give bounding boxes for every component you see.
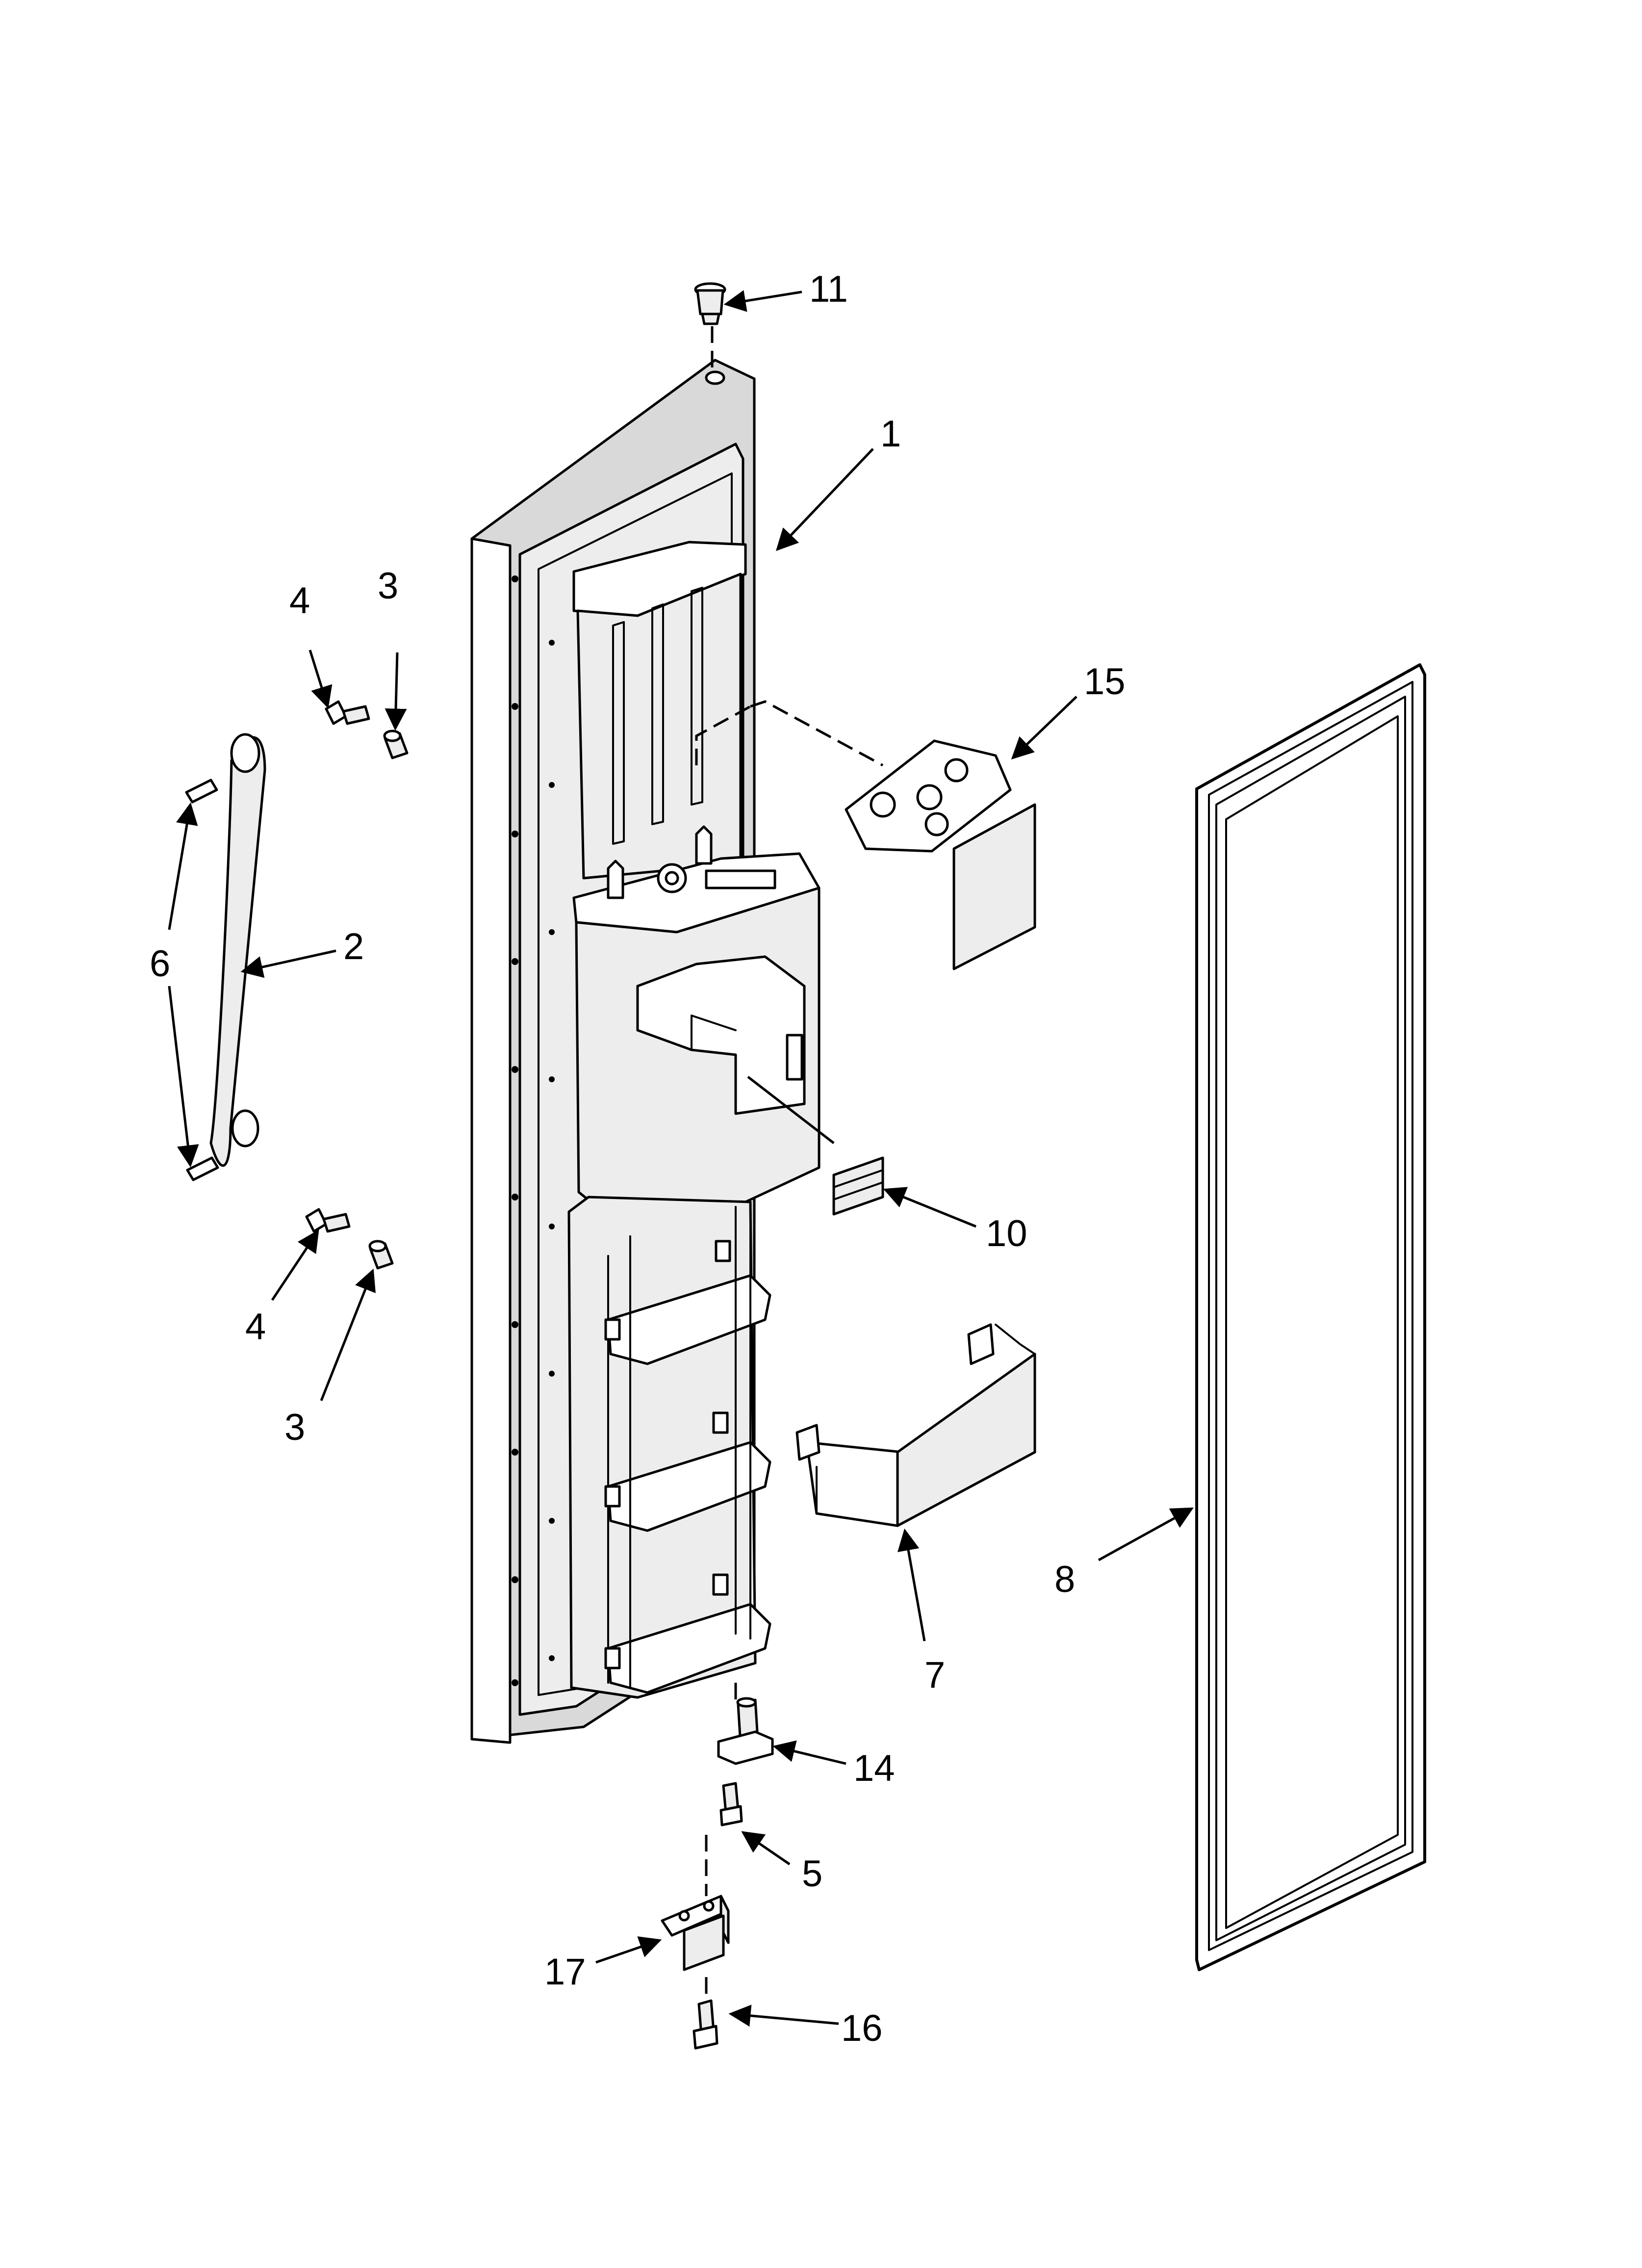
ice-duct-top-cap xyxy=(572,541,747,617)
callout-1: 1 xyxy=(880,413,901,455)
callout-4-lower: 4 xyxy=(245,1306,266,1348)
part-2-handle xyxy=(209,733,266,1167)
part-11-hinge-bushing xyxy=(694,282,726,370)
callout-8: 8 xyxy=(1054,1559,1075,1600)
part-14-hinge-pin xyxy=(717,1683,774,1765)
dispenser-pegs xyxy=(607,825,713,899)
dispenser-switch-tab xyxy=(786,1034,803,1081)
callout-3-lower: 3 xyxy=(284,1407,305,1448)
part-4-lower-screw xyxy=(305,1208,351,1233)
part-6-handle-screws xyxy=(185,779,219,1181)
part-17-bottom-hinge xyxy=(661,1835,730,1971)
part-3-upper-spacer xyxy=(383,730,409,759)
callout-5: 5 xyxy=(802,1853,822,1895)
door-assembly xyxy=(470,359,821,1744)
part-8-door-gasket xyxy=(1195,663,1426,1971)
door-edge-holes xyxy=(512,575,555,1686)
part-5-hinge-screw xyxy=(719,1782,743,1826)
callout-14: 14 xyxy=(853,1747,895,1789)
part-4-upper-screw xyxy=(325,700,370,725)
part-3-lower-spacer xyxy=(368,1240,394,1270)
callout-10: 10 xyxy=(986,1213,1027,1254)
callout-3-upper: 3 xyxy=(378,565,398,607)
part-15-cover-plate xyxy=(695,700,1036,970)
door-shelf-clips xyxy=(604,1240,731,1669)
door-front-edge xyxy=(470,537,512,1744)
part-7-door-bin xyxy=(795,1323,1036,1527)
callout-6: 6 xyxy=(150,943,170,985)
callout-2: 2 xyxy=(343,926,364,967)
callout-7: 7 xyxy=(924,1654,945,1696)
callout-11: 11 xyxy=(809,268,848,310)
ice-duct-ribs xyxy=(612,587,703,845)
dispenser-lever-slot xyxy=(691,1015,737,1115)
callout-labels: 11 1 4 3 15 2 6 10 4 3 8 7 14 5 17 16 xyxy=(150,268,1126,2049)
dispenser-slot xyxy=(705,869,776,889)
door-shelf-steps xyxy=(607,1274,771,1694)
part-16-bottom-screw xyxy=(693,1977,718,2050)
part-10-lever-pad xyxy=(747,1076,884,1216)
callout-15: 15 xyxy=(1084,661,1126,703)
callout-17: 17 xyxy=(544,1951,586,1993)
callout-4-upper: 4 xyxy=(289,580,310,622)
door-top-hinge-hole xyxy=(705,370,725,385)
leader-lines xyxy=(168,290,1194,2027)
dispenser-recess xyxy=(636,955,806,1115)
callout-16: 16 xyxy=(841,2007,883,2049)
